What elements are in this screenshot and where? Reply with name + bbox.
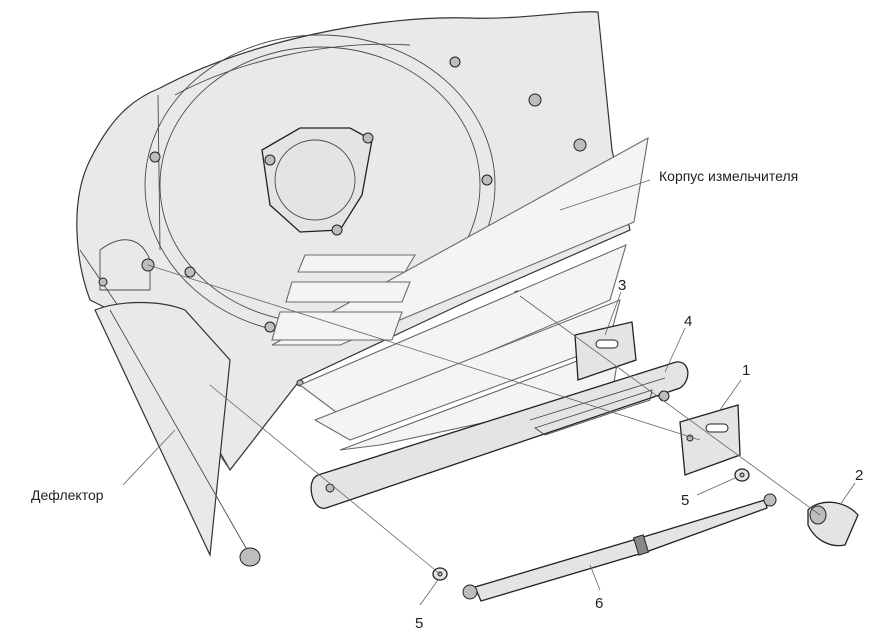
- callout-3: 3: [618, 277, 626, 294]
- callout-6: 6: [595, 595, 603, 612]
- part-4-slotted-bar: [310, 361, 689, 509]
- deflector-tip-icon: [239, 547, 261, 567]
- callout-5a: 5: [681, 492, 689, 509]
- part-2-knob: [807, 501, 859, 547]
- callout-4: 4: [684, 313, 692, 330]
- part-6-gas-strut: [462, 493, 777, 602]
- callout-2: 2: [855, 467, 863, 484]
- part-5-washer-a: [734, 468, 750, 482]
- watermark-graphic: [271, 136, 649, 451]
- deflector-label: Дефлектор: [31, 487, 104, 503]
- callout-leaders: [122, 179, 856, 606]
- hub-plate-icon: [261, 127, 373, 233]
- part-1-bracket: [679, 404, 741, 476]
- housing-label: Корпус измельчителя: [659, 168, 798, 184]
- callout-5b: 5: [415, 615, 423, 632]
- alignment-lines: [147, 264, 821, 575]
- part-3-bracket: [574, 321, 637, 381]
- deflector: [94, 301, 261, 567]
- callout-1: 1: [742, 362, 750, 379]
